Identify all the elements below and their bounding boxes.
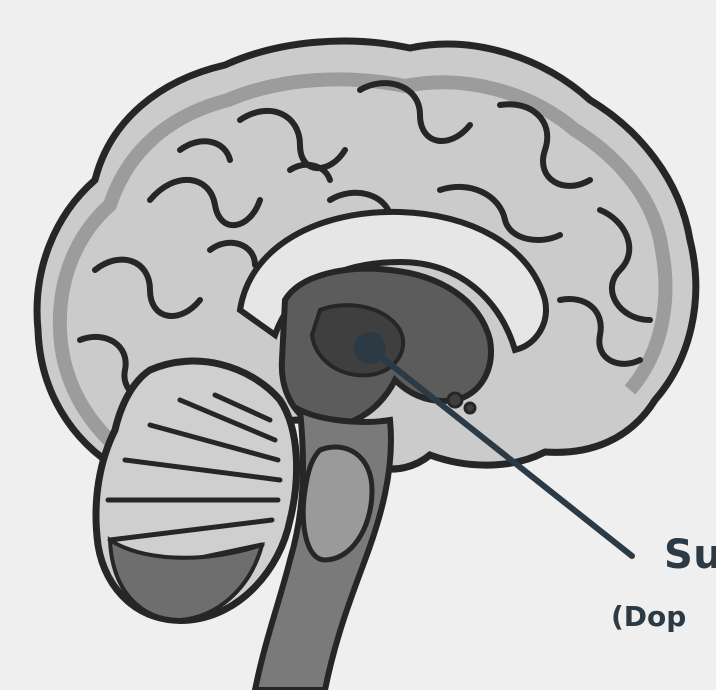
callout-label: Su (664, 532, 716, 578)
pituitary-nodule (465, 403, 475, 413)
hypothalamus-nodule (448, 393, 462, 407)
callout-sublabel: (Dop (611, 600, 686, 633)
callout-marker (354, 332, 386, 364)
